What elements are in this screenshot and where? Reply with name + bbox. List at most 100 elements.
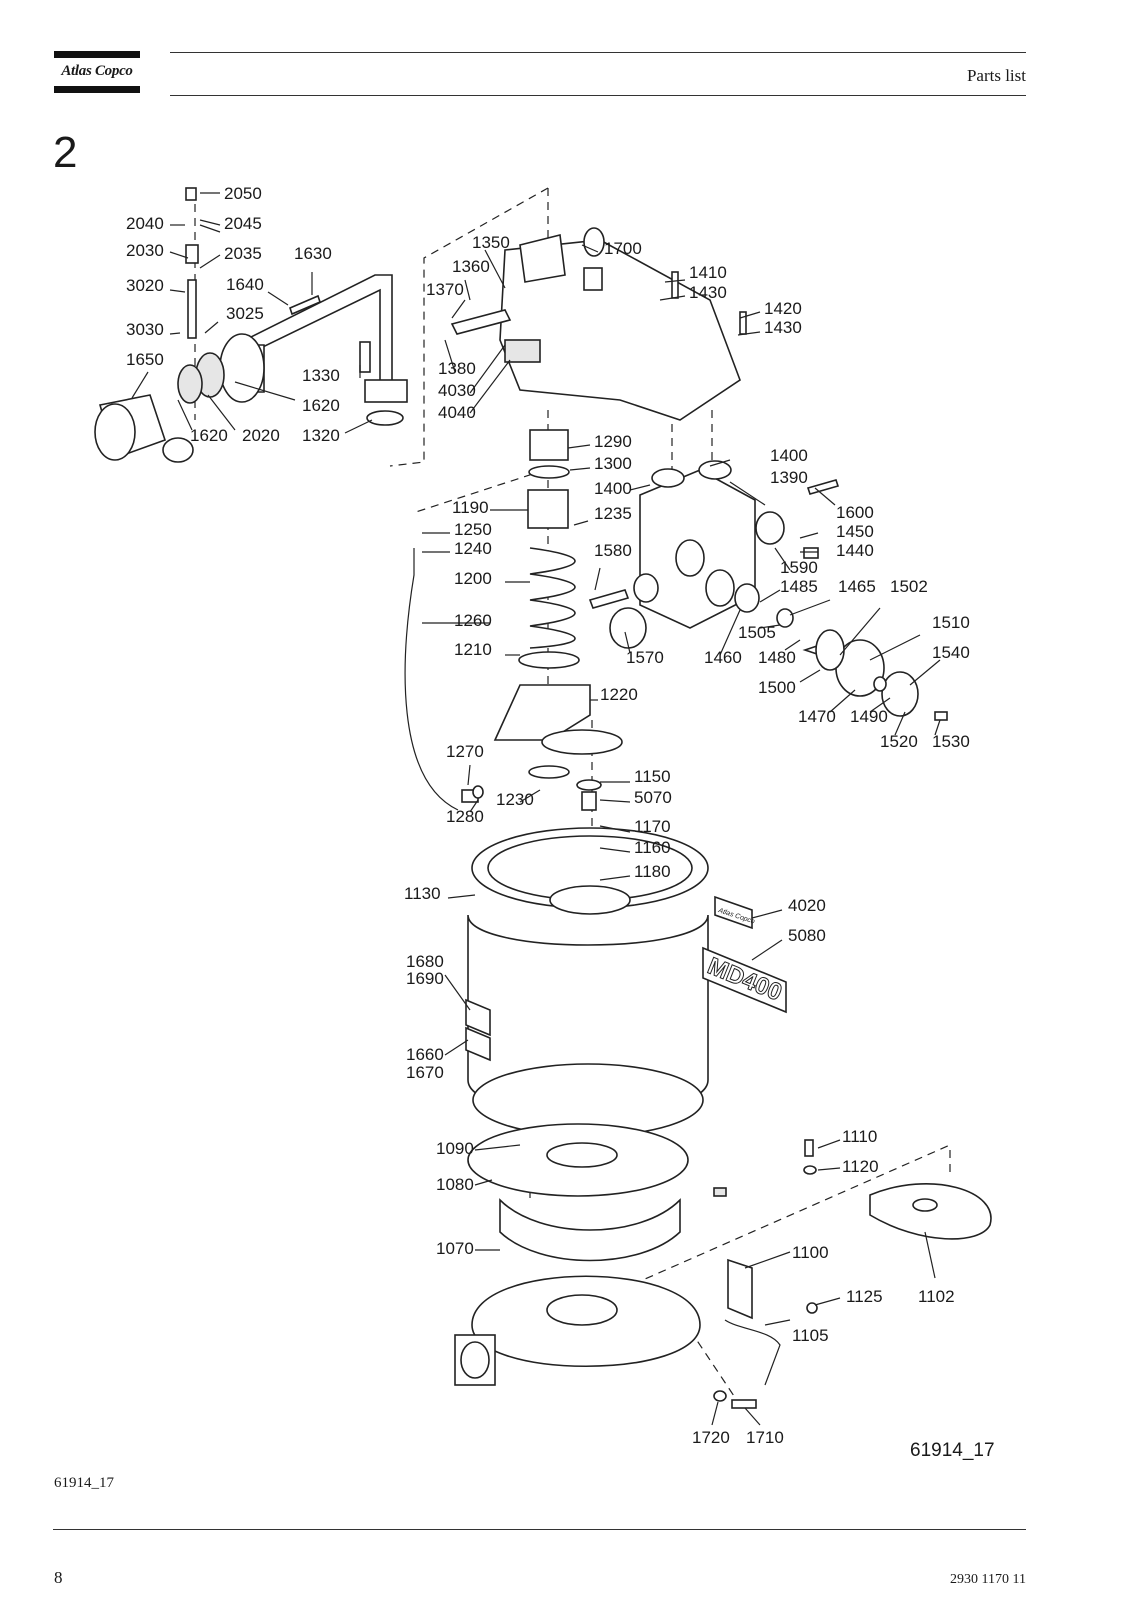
- callout-1400-a: 1400: [770, 446, 808, 465]
- document-number: 2930 1170 11: [950, 1572, 1026, 1587]
- callout-1400-b: 1400: [594, 479, 632, 498]
- callout-1080: 1080: [436, 1175, 474, 1194]
- callout-labels: 2050 2040 2045 2030 2035 1630 3020 1640 …: [126, 184, 995, 1461]
- callout-1580: 1580: [594, 541, 632, 560]
- callout-1420: 1420: [764, 299, 802, 318]
- vessel-body: [454, 827, 992, 1409]
- callout-3025: 3025: [226, 304, 264, 323]
- callout-1670: 1670: [406, 1063, 444, 1082]
- callout-3020: 3020: [126, 276, 164, 295]
- callout-1660: 1660: [406, 1045, 444, 1064]
- callout-1450: 1450: [836, 522, 874, 541]
- nameplate-text: MD400: [704, 953, 786, 1007]
- callout-1530: 1530: [932, 732, 970, 751]
- upper-cover: [450, 227, 747, 421]
- callout-1485: 1485: [780, 577, 818, 596]
- callout-1220: 1220: [600, 685, 638, 704]
- callout-1260: 1260: [454, 611, 492, 630]
- callout-1500: 1500: [758, 678, 796, 697]
- callout-1690: 1690: [406, 969, 444, 988]
- callout-1240: 1240: [454, 539, 492, 558]
- callout-1230: 1230: [496, 790, 534, 809]
- callout-1380: 1380: [438, 359, 476, 378]
- callout-1270: 1270: [446, 742, 484, 761]
- callout-1250: 1250: [454, 520, 492, 539]
- callout-1130: 1130: [404, 884, 441, 903]
- callout-1102: 1102: [918, 1287, 955, 1306]
- manifold-block: [588, 460, 948, 721]
- callout-5080: 5080: [788, 926, 826, 945]
- callout-1150: 1150: [634, 767, 671, 786]
- callout-1570: 1570: [626, 648, 664, 667]
- drawing-id-label: 61914_17: [54, 1475, 114, 1491]
- callout-1490: 1490: [850, 707, 888, 726]
- logo-bottom-bar: [54, 86, 140, 93]
- callout-1070: 1070: [436, 1239, 474, 1258]
- callout-1280: 1280: [446, 807, 484, 826]
- callout-2035: 2035: [224, 244, 262, 263]
- footer-rule: [53, 1529, 1026, 1530]
- callout-1170: 1170: [634, 817, 671, 836]
- callout-4020: 4020: [788, 896, 826, 915]
- callout-4030: 4030: [438, 381, 476, 400]
- section-number: 2: [53, 128, 78, 177]
- page-number: 8: [54, 1568, 63, 1587]
- callout-1090: 1090: [436, 1139, 474, 1158]
- header-rule-bottom: [170, 95, 1026, 96]
- atlas-copco-decal: Atlas Copco: [714, 895, 756, 930]
- callout-1430-a: 1430: [689, 283, 727, 302]
- atlas-copco-logo: Atlas Copco: [54, 51, 140, 93]
- callout-1502: 1502: [890, 577, 928, 596]
- callout-1125: 1125: [846, 1287, 883, 1306]
- callout-1190: 1190: [452, 498, 489, 517]
- callout-1720: 1720: [692, 1428, 730, 1447]
- drawing-id-caption: 61914_17: [910, 1440, 995, 1461]
- callout-1680: 1680: [406, 952, 444, 971]
- callout-1430-b: 1430: [764, 318, 802, 337]
- page-title: Parts list: [966, 66, 1026, 85]
- callout-1390: 1390: [770, 468, 808, 487]
- callout-1200: 1200: [454, 569, 492, 588]
- callout-1300: 1300: [594, 454, 632, 473]
- callout-leaders: [131, 192, 941, 1426]
- callout-1620-a: 1620: [302, 396, 340, 415]
- callout-1110: 1110: [842, 1127, 877, 1146]
- logo-wordmark: Atlas Copco: [61, 63, 133, 79]
- callout-2030: 2030: [126, 241, 164, 260]
- logo-top-bar: [54, 51, 140, 58]
- callout-1100: 1100: [792, 1243, 829, 1262]
- callout-2020: 2020: [242, 426, 280, 445]
- callout-1465: 1465: [838, 577, 876, 596]
- callout-1480: 1480: [758, 648, 796, 667]
- callout-1470: 1470: [798, 707, 836, 726]
- callout-1440: 1440: [836, 541, 874, 560]
- callout-3030: 3030: [126, 320, 164, 339]
- callout-1710: 1710: [746, 1428, 784, 1447]
- callout-1620-b: 1620: [190, 426, 228, 445]
- callout-1510: 1510: [932, 613, 970, 632]
- callout-1105: 1105: [792, 1326, 829, 1345]
- callout-1360: 1360: [452, 257, 490, 276]
- callout-1540: 1540: [932, 643, 970, 662]
- callout-1700: 1700: [604, 239, 642, 258]
- callout-1590: 1590: [780, 558, 818, 577]
- callout-4040: 4040: [438, 403, 476, 422]
- callout-1630: 1630: [294, 244, 332, 263]
- md400-nameplate: MD400: [702, 946, 787, 1014]
- callout-1180: 1180: [634, 862, 671, 881]
- callout-1410: 1410: [689, 263, 727, 282]
- callout-1505: 1505: [738, 623, 776, 642]
- callout-1640: 1640: [226, 275, 264, 294]
- callout-1600: 1600: [836, 503, 874, 522]
- callout-1160: 1160: [634, 838, 671, 857]
- data-plate-stack: [465, 998, 491, 1062]
- callout-1210: 1210: [454, 640, 492, 659]
- callout-1460: 1460: [704, 648, 742, 667]
- valve-spring-stack: [404, 429, 623, 891]
- callout-1350: 1350: [472, 233, 510, 252]
- callout-1235: 1235: [594, 504, 632, 523]
- callout-2050: 2050: [224, 184, 262, 203]
- callout-1330: 1330: [302, 366, 340, 385]
- callout-2045: 2045: [224, 214, 262, 233]
